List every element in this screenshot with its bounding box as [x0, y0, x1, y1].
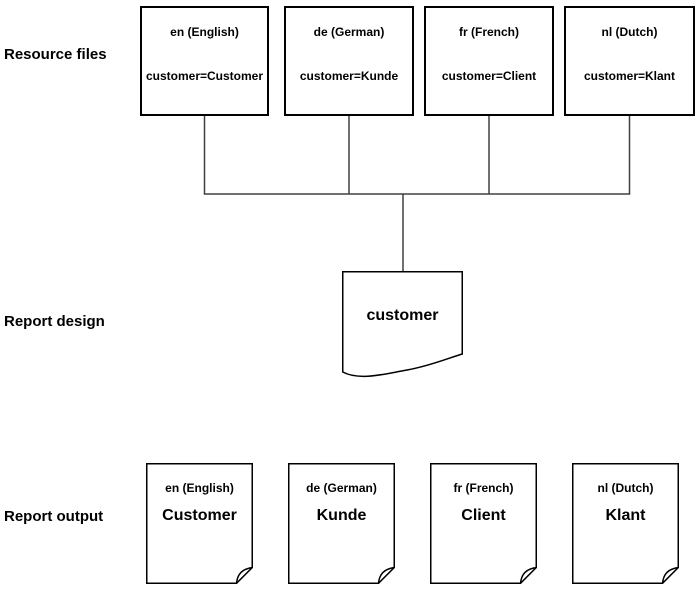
page-shape-icon [572, 463, 679, 584]
report-design-key: customer [366, 307, 439, 324]
resource-file-locale: nl (Dutch) [601, 25, 658, 39]
page-fold-corner [377, 566, 395, 584]
report-output-value: Klant [605, 507, 646, 524]
resource-file-box-en: en (English) customer=Customer [140, 6, 269, 116]
report-output-locale: de (German) [306, 481, 377, 495]
resource-file-locale: de (German) [313, 25, 385, 39]
page-shape-icon [288, 463, 395, 584]
report-output-value: Customer [162, 507, 237, 524]
resource-file-mapping: customer=Kunde [299, 69, 399, 83]
document-shape-icon [342, 271, 463, 378]
page-fold-corner [519, 566, 537, 584]
report-output-page-en: en (English) Customer [146, 463, 253, 584]
report-output-page-de: de (German) Kunde [288, 463, 395, 584]
report-design-document: customer [342, 271, 463, 383]
report-output-page-nl: nl (Dutch) Klant [572, 463, 679, 584]
report-output-locale: fr (French) [453, 481, 514, 495]
row-label-report-output: Report output [4, 508, 104, 525]
page-fold-corner [661, 566, 679, 584]
page-fold-corner [235, 566, 253, 584]
resource-file-mapping: customer=Klant [583, 69, 676, 83]
report-output-locale: nl (Dutch) [597, 481, 654, 495]
page-shape-icon [146, 463, 253, 584]
report-output-locale: en (English) [165, 481, 234, 495]
page-shape-icon [430, 463, 537, 584]
resource-file-locale: en (English) [170, 25, 239, 39]
row-label-report-design: Report design [4, 313, 105, 330]
resource-box-stub-lines [203, 116, 631, 194]
document-outline [342, 271, 463, 378]
report-output-page-fr: fr (French) Client [430, 463, 537, 584]
resource-file-locale: fr (French) [459, 25, 519, 39]
resource-file-box-nl: nl (Dutch) customer=Klant [564, 6, 695, 116]
resource-file-box-de: de (German) customer=Kunde [284, 6, 414, 116]
resource-file-mapping: customer=Client [441, 69, 537, 83]
resource-file-mapping: customer=Customer [145, 69, 264, 83]
report-output-value: Kunde [316, 507, 367, 524]
row-label-resource-files: Resource files [4, 46, 107, 63]
resource-file-box-fr: fr (French) customer=Client [424, 6, 554, 116]
report-output-value: Client [461, 507, 506, 524]
